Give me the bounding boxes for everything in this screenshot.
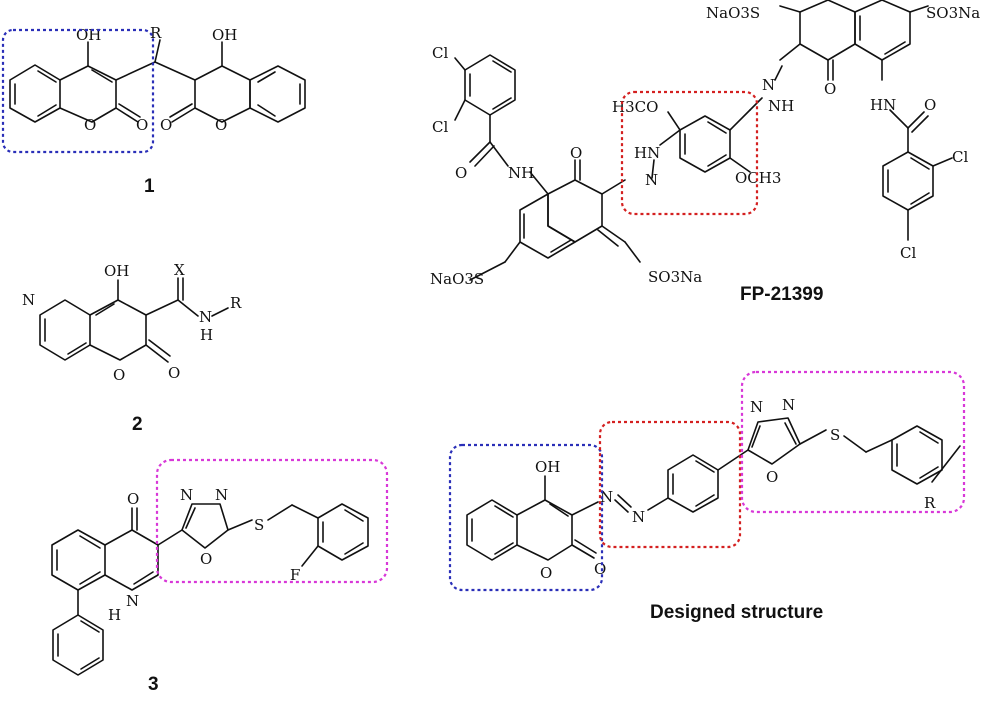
designed-atom-n2: N	[632, 508, 645, 526]
fp-label: FP-21399	[740, 284, 823, 305]
c2-atom-o-carbonyl: O	[168, 364, 180, 382]
designed-label: Designed structure	[650, 602, 823, 623]
designed-atom-o-carbonyl: O	[594, 560, 606, 578]
designed-atom-n-ox2: N	[782, 396, 795, 414]
designed-atom-n1: N	[600, 488, 613, 506]
c1-atom-o-carbonyl-right: O	[160, 116, 172, 134]
fp-atom-cl2: Cl	[432, 118, 448, 136]
fp-atom-och3: OCH3	[735, 169, 781, 187]
c2-atom-x: X	[174, 261, 185, 279]
fp-atom-hn-right: HN	[870, 96, 896, 114]
c3-atom-s: S	[254, 516, 264, 534]
compound-1: OH R OH O O O O 1	[1, 24, 306, 197]
designed-atom-o-ox: O	[766, 468, 778, 486]
c2-atom-n-amide: N	[199, 308, 212, 326]
fp-atom-o-amide-right: O	[924, 96, 936, 114]
c3-atom-n1: N	[180, 486, 193, 504]
designed-azo-highlight	[598, 420, 742, 549]
designed-oxadiazole-highlight	[740, 370, 966, 514]
c1-coumarin-highlight	[1, 28, 155, 154]
designed-coumarin-highlight	[448, 443, 604, 592]
c3-atom-h: H	[108, 606, 121, 624]
c3-label: 3	[148, 674, 159, 695]
fp-atom-o-ketone-left: O	[570, 144, 582, 162]
c3-atom-f: F	[290, 566, 300, 584]
fp-atom-so3na-right: SO3Na	[926, 4, 980, 22]
c2-atom-o-ring: O	[113, 366, 125, 384]
fp-atom-n: N	[645, 171, 658, 189]
c3-atom-o-carbonyl: O	[127, 490, 139, 508]
fp-atom-nao3s-right: NaO3S	[706, 4, 760, 22]
c2-atom-r: R	[230, 294, 242, 312]
designed-atom-oh: OH	[535, 458, 560, 476]
fp-atom-cl4: Cl	[900, 244, 916, 262]
c2-label: 2	[132, 414, 143, 435]
fp-atom-nh-azo: NH	[768, 97, 794, 115]
fp-atom-o-ketone-right: O	[824, 80, 836, 98]
compound-2: OH X N N H R O O 2	[22, 261, 242, 435]
designed-atom-s: S	[830, 426, 840, 444]
c2-atom-h: H	[200, 326, 213, 344]
c2-atom-n-ring: N	[22, 291, 35, 309]
c1-atom-o-ring-left: O	[84, 116, 96, 134]
c1-atom-o-carbonyl-left: O	[136, 116, 148, 134]
fp-atom-nao3s-left: NaO3S	[430, 270, 484, 288]
fp-atom-cl1: Cl	[432, 44, 448, 62]
designed-atom-n-ox1: N	[750, 398, 763, 416]
designed-structure: OH N N O O N N O S R Designed structure	[448, 370, 966, 623]
c1-atom-o-ring-right: O	[215, 116, 227, 134]
compound-3: O N N O S F N H 3	[51, 458, 389, 695]
fp-atom-cl3: Cl	[952, 148, 968, 166]
fp-atom-o-amide-left: O	[455, 164, 467, 182]
c1-atom-oh-left: OH	[76, 26, 101, 44]
c1-label: 1	[144, 176, 155, 197]
c3-atom-o-oxadiazole: O	[200, 550, 212, 568]
fp-atom-nh-left: NH	[508, 164, 534, 182]
designed-atom-r: R	[924, 494, 936, 512]
designed-atom-o-ring: O	[540, 564, 552, 582]
c1-atom-r: R	[150, 24, 162, 42]
fp-atom-hn: HN	[634, 144, 660, 162]
compound-fp21399: Cl Cl O NH O HN N H3CO OCH3 NaO3S SO3Na …	[430, 0, 980, 305]
c3-oxadiazole-highlight	[155, 458, 389, 584]
c3-atom-n-ring: N	[126, 592, 139, 610]
c2-atom-oh: OH	[104, 262, 129, 280]
c3-atom-n2: N	[215, 486, 228, 504]
fp-azo-highlight	[620, 90, 759, 216]
fp-atom-n-azo: N	[762, 76, 775, 94]
fp-atom-h3co: H3CO	[612, 98, 658, 116]
c1-atom-oh-right: OH	[212, 26, 237, 44]
fp-atom-so3na-left: SO3Na	[648, 268, 702, 286]
